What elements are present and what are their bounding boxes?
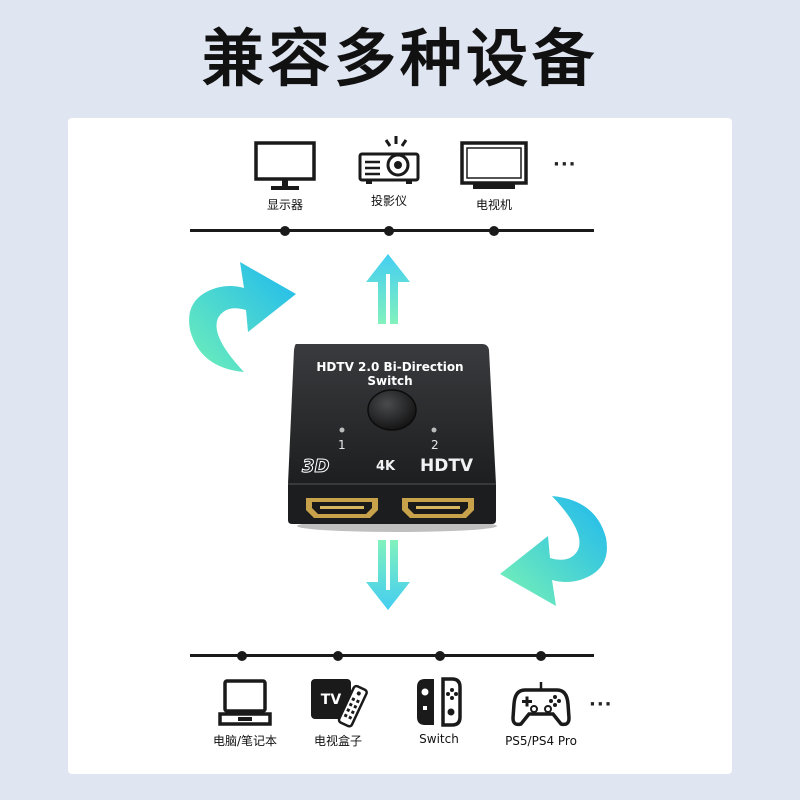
- up-arrow-icon: [366, 254, 410, 324]
- laptop-icon: [218, 679, 272, 726]
- device-projector: 投影仪: [334, 132, 444, 209]
- device-label: 投影仪: [370, 194, 407, 208]
- bottom-connection-dot: [333, 651, 343, 661]
- device-label: Switch: [419, 732, 459, 746]
- device-label: 电脑/笔记本: [212, 734, 278, 748]
- tv-icon: [460, 141, 528, 189]
- device-label: 电视盒子: [313, 734, 362, 748]
- more-devices-indicator: ···: [553, 154, 577, 175]
- hdmi-switch-device: [288, 344, 497, 532]
- device-title: HDTV 2.0 Bi-Direction Switch: [316, 360, 464, 388]
- device-switch: Switch: [384, 676, 494, 746]
- page-headline: 兼容多种设备: [201, 22, 598, 95]
- device-tv-box: TV 电视盒子: [283, 676, 393, 749]
- device-label: 电视机: [475, 198, 512, 212]
- bottom-connection-dot: [237, 651, 247, 661]
- device-label: PS5/PS4 Pro: [505, 734, 577, 748]
- bottom-connection-dot: [536, 651, 546, 661]
- monitor-icon: [254, 141, 316, 190]
- top-connection-dot: [384, 226, 394, 236]
- gamepad-icon: [511, 682, 571, 727]
- 3d-badge: 3D: [301, 456, 330, 478]
- device-label: 显示器: [266, 198, 303, 212]
- bottom-connection-line: [190, 654, 594, 657]
- game-console-icon: [417, 677, 462, 727]
- projector-icon: [358, 136, 420, 184]
- bottom-connection-dot: [435, 651, 445, 661]
- device-playstation: PS5/PS4 Pro: [486, 680, 596, 748]
- port-number-2: 2: [431, 438, 439, 452]
- top-connection-dot: [280, 226, 290, 236]
- more-devices-indicator: ···: [589, 694, 613, 715]
- down-arrow-icon: [366, 540, 410, 610]
- port-number-1: 1: [338, 438, 346, 452]
- device-monitor: 显示器: [230, 140, 340, 213]
- tv-box-icon: TV: [311, 679, 368, 728]
- device-laptop: 电脑/笔记本: [190, 678, 300, 749]
- curved-arrow-icon: [189, 262, 296, 372]
- hdtv-badge: HDTV: [420, 456, 474, 476]
- 4k-badge: 4K: [376, 459, 396, 474]
- tv-box-icon-text: TV: [321, 692, 342, 708]
- device-tv: 电视机: [439, 140, 549, 213]
- curved-arrow-icon: [500, 496, 607, 606]
- top-connection-dot: [489, 226, 499, 236]
